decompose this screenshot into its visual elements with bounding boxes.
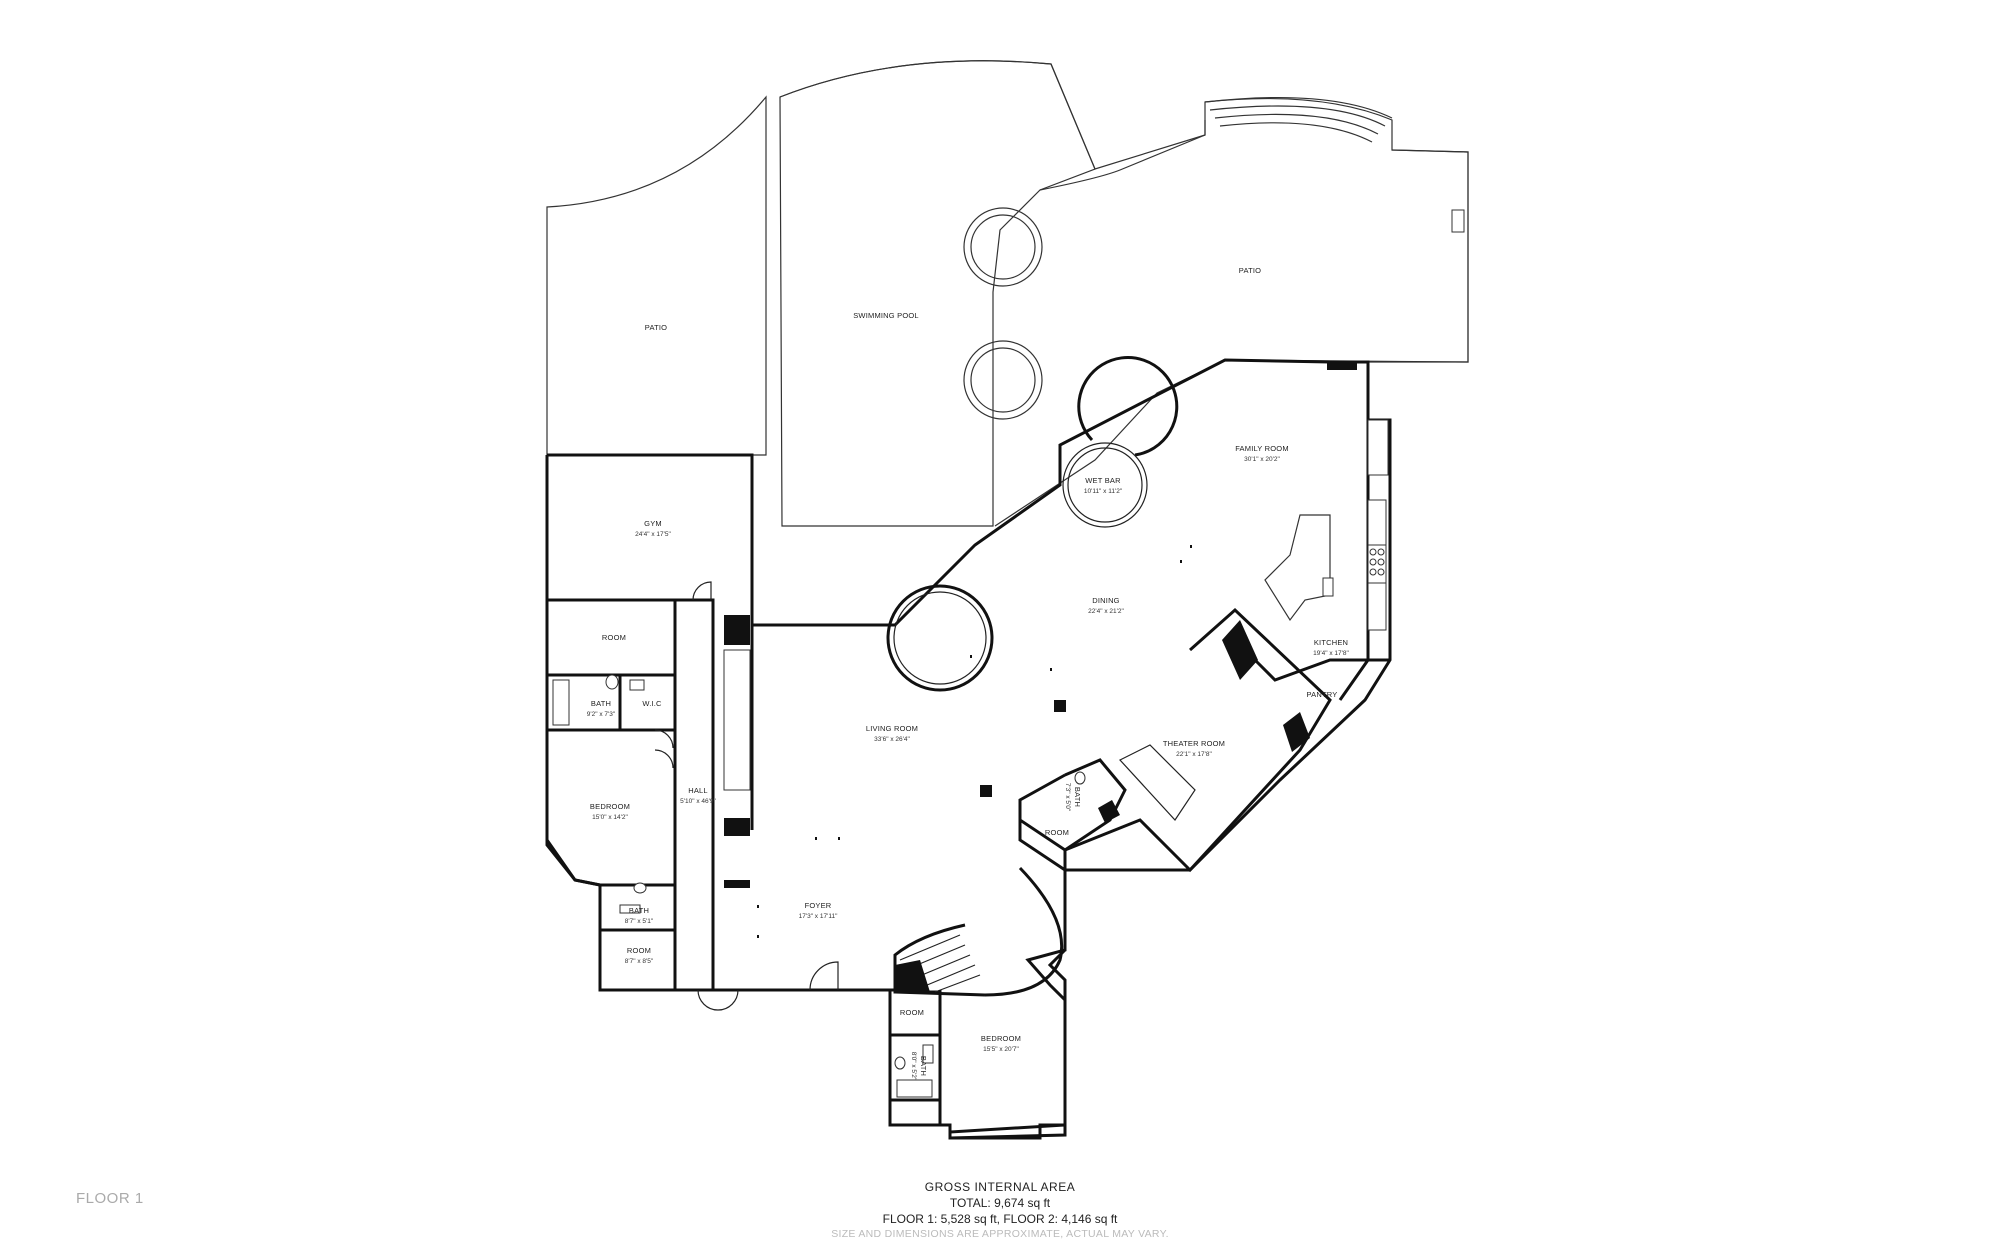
gross-area-total: TOTAL: 9,674 sq ft [949,1196,1051,1210]
label-bedroom-left: BEDROOM [590,802,630,811]
wet-bar-circle [1077,356,1179,457]
label-bath-bottom: BATH [919,1056,928,1076]
label-room-bottom: ROOM [900,1008,924,1017]
bathtub-icon [552,679,933,1098]
bedroom-left-walls [545,730,675,887]
bottom-wing-partition [890,990,942,1125]
label-family-room: FAMILY ROOM [1235,444,1289,453]
kitchen-island [1264,514,1331,622]
dims-dining: 22'4" x 21'2" [1088,608,1124,615]
spa-circle-lower-inner [970,347,1036,413]
label-pantry: PANTRY [1307,690,1338,699]
pool-basin [779,60,1096,527]
door-swing-entry [697,961,839,1011]
center-room-walls [1018,800,1066,872]
dims-bath-center: 7'3" x 5'0" [1064,783,1071,812]
dims-theater-room: 22'1" x 17'8" [1176,751,1212,758]
pantry-walls [1253,658,1390,682]
stove-icon [1367,544,1387,584]
label-room-lower-left: ROOM [627,946,651,955]
label-bedroom-bottom: BEDROOM [981,1034,1021,1043]
gross-area-floors: FLOOR 1: 5,528 sq ft, FLOOR 2: 4,146 sq … [882,1212,1118,1226]
label-gym: GYM [644,519,662,528]
label-living-room: LIVING ROOM [866,724,918,733]
dims-bath-bottom: 8'0" x 5'2" [910,1052,917,1081]
dims-bath-upper: 9'2" x 7'3" [587,711,616,718]
column-block-5 [980,785,992,797]
column-solid [1327,362,1357,370]
label-patio-right: PATIO [1239,266,1261,275]
spa-circle-lower [963,340,1043,420]
dims-hall: 5'10" x 46'9" [680,798,716,805]
floor-label: FLOOR 1 [76,1190,144,1207]
stair-solid [895,960,930,992]
stair-treads [899,934,981,993]
dims-kitchen: 19'4" x 17'8" [1313,650,1349,657]
sink-icon [619,679,934,1064]
door-swing-bath [654,729,674,749]
label-room-upper: ROOM [602,633,626,642]
fireplace-family [1367,419,1389,476]
wet-bar-round-inner [1067,447,1143,523]
dims-wet-bar: 10'11" x 11'2" [1084,488,1123,495]
ceiling-light-marks [757,545,1192,938]
living-round-inner [893,591,987,685]
label-foyer: FOYER [805,901,832,910]
patio-left-outline [546,95,767,456]
dims-bedroom-bottom: 15'5" x 20'7" [983,1046,1019,1053]
dims-living-room: 33'6" x 26'4" [874,736,910,743]
label-swimming-pool: SWIMMING POOL [853,311,919,320]
bottom-wing-walls [888,990,1067,1140]
column-block-1 [724,615,750,645]
patio-steps [1204,96,1393,143]
door-swing-gym [692,581,712,601]
hall-walls [675,598,754,990]
label-patio-left: PATIO [645,323,667,332]
area-disclaimer: SIZE AND DIMENSIONS ARE APPROXIMATE, ACT… [831,1228,1169,1240]
column-block-3 [724,880,750,888]
label-hall: HALL [688,786,708,795]
label-bath-center: BATH [1073,787,1082,807]
grill [1451,209,1465,233]
house-exterior-walls [547,358,1392,1140]
dims-foyer: 17'3" x 17'11" [799,913,838,920]
dims-family-room: 30'1" x 20'2" [1244,456,1280,463]
theater-seating [1119,744,1196,821]
label-dining: DINING [1092,596,1119,605]
dims-bedroom-left: 15'0" x 14'2" [592,814,628,821]
label-room-center: ROOM [1045,828,1069,837]
swimming-pool-outline [779,60,1469,527]
label-wet-bar: WET BAR [1085,476,1121,485]
label-theater-room: THEATER ROOM [1163,739,1225,748]
kitchen-sink [1322,577,1334,597]
center-solid [1098,800,1120,823]
bottom-bath-walls [888,1035,940,1102]
label-kitchen: KITCHEN [1314,638,1348,647]
foyer-curve-wall [984,866,1064,997]
door-swing-bedroom [654,749,674,769]
dims-bath-left-lower: 8'7" x 5'1" [625,918,654,925]
spa-circle-upper [963,207,1043,287]
living-round [886,584,994,692]
bath-left-lower-walls [598,885,675,932]
dims-room-lower-left: 8'7" x 8'5" [625,958,654,965]
theater-column-2 [1283,712,1310,752]
wet-bar-round [1062,442,1148,528]
column-block-2 [724,818,750,836]
theater-column [1222,620,1258,680]
spa-circle-upper-inner [970,214,1036,280]
dims-gym: 24'4" x 17'5" [635,531,671,538]
patio-right-outline [1039,120,1469,363]
label-bath-upper: BATH [591,699,611,708]
toilet-icon [605,674,1086,1070]
fireplace-living [723,649,751,791]
label-bath-left-lower: BATH [629,906,649,915]
column-block-4 [1054,700,1066,712]
label-wic: W.I.C [642,699,662,708]
theater-walls [1064,607,1332,873]
gross-area-title: GROSS INTERNAL AREA [924,1180,1076,1194]
